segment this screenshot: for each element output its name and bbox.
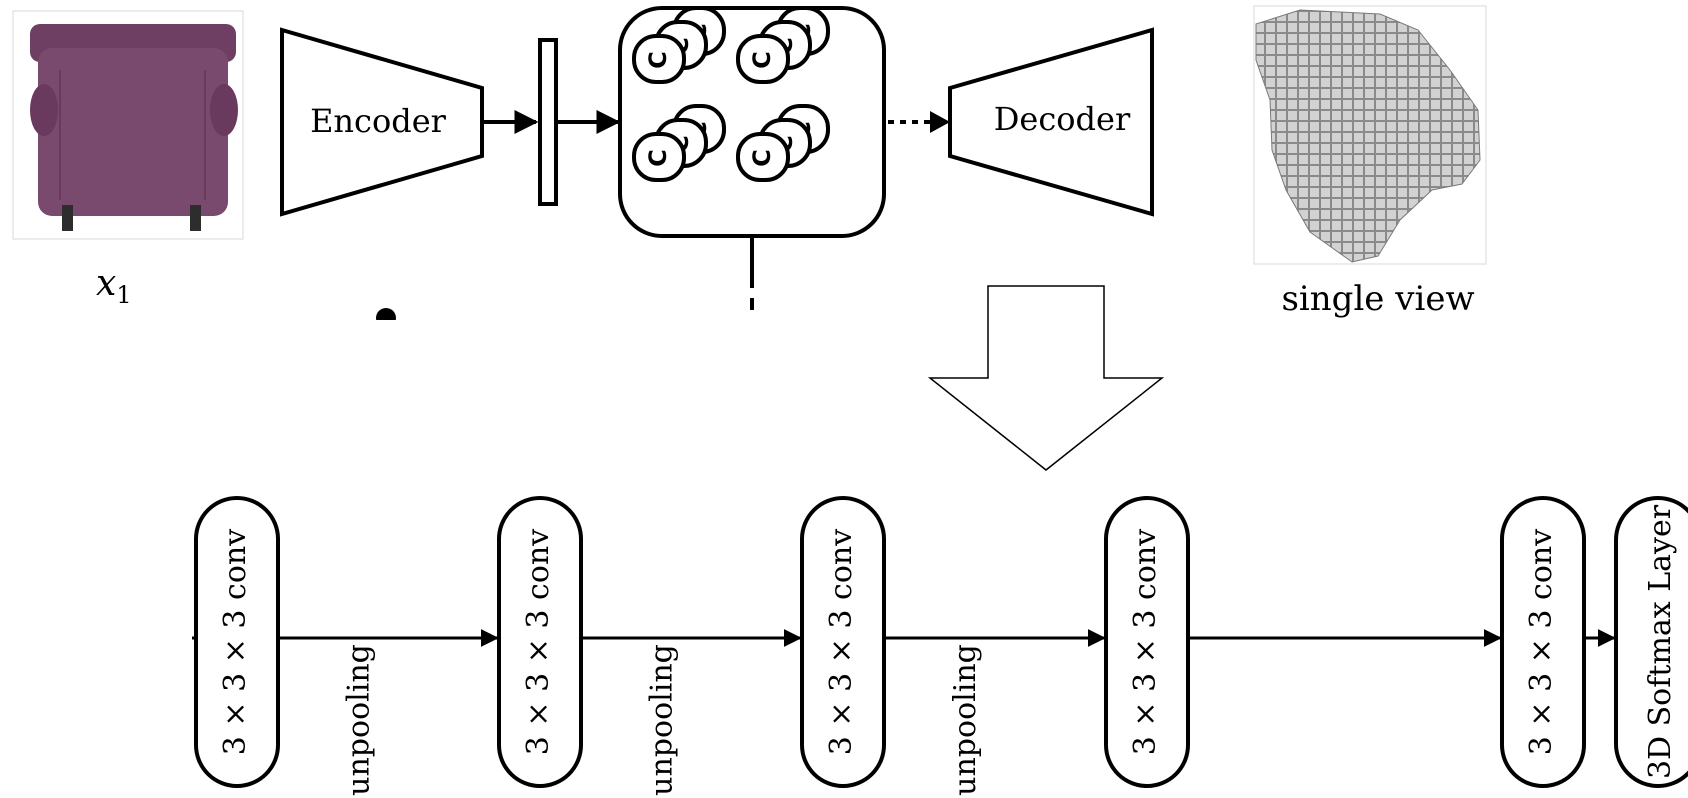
lstm-grid: CCCCCCCCCCCC [618,6,886,238]
lstm-cell [736,34,790,84]
conv-block: 3 × 3 × 3 conv [1104,496,1190,788]
softmax-block: 3D Softmax Layer [1614,496,1688,788]
conv-label: 3 × 3 × 3 conv [824,529,859,755]
lstm-cell-glyph: C [748,149,776,167]
input-label: x1 [96,263,132,309]
chair-icon [30,24,238,231]
conv-block: 3 × 3 × 3 conv [1500,496,1586,788]
latent-vector [538,38,558,206]
conv-block: 3 × 3 × 3 conv [497,496,583,788]
lstm-cell-glyph: C [748,51,776,69]
lstm-cell-cluster: CCC [736,6,830,84]
conv-block: 3 × 3 × 3 conv [194,496,280,788]
unpooling-label: unpooling [645,644,680,796]
lstm-cell [632,34,686,84]
output-label: single view [1281,279,1474,319]
conv-block: 3 × 3 × 3 conv [800,496,886,788]
unpooling-label: unpooling [948,644,983,796]
lstm-cell-cluster: CCC [632,104,726,182]
conv-label: 3 × 3 × 3 conv [1128,529,1163,755]
lstm-cell-cluster: CCC [736,104,830,182]
lstm-cell-cluster: CCC [632,6,726,84]
decoder-block: Decoder [948,27,1154,217]
lstm-cell [736,132,790,182]
lstm-cell-glyph: C [644,51,672,69]
unpooling-label: unpooling [342,644,377,796]
encoder-block: Encoder [280,27,484,217]
output-voxel-image [1253,5,1487,265]
conv-label: 3 × 3 × 3 conv [1524,529,1559,755]
grid-to-decoder-arrowhead [930,111,950,133]
lstm-cell-glyph: C [644,149,672,167]
dot-mask [370,320,410,340]
encoder-label: Encoder [310,102,447,140]
voxel-shape [1255,9,1481,263]
decoder-label: Decoder [994,100,1131,138]
expand-arrow [927,285,1165,471]
input-image [12,10,244,240]
conv-label: 3 × 3 × 3 conv [218,529,253,755]
lstm-cell [632,132,686,182]
conv-label: 3 × 3 × 3 conv [521,529,556,755]
softmax-label: 3D Softmax Layer [1643,504,1678,779]
